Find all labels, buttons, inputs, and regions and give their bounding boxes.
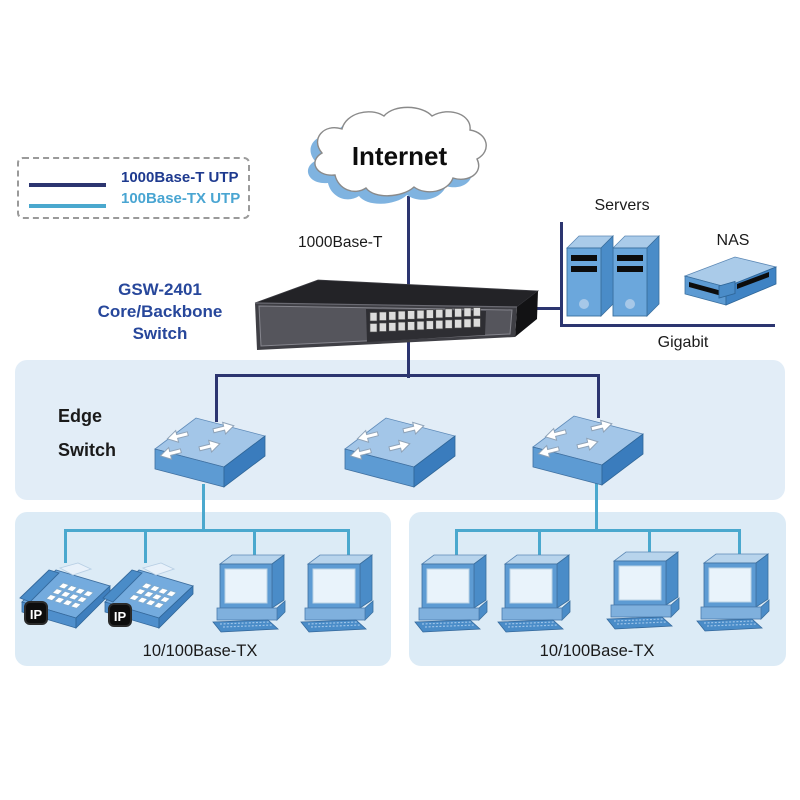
link-drop-phone1 [64,529,67,563]
legend-label-1000base-t: 1000Base-T UTP [121,169,239,186]
link-drop-pc4 [538,529,541,559]
link-gigabit-bus [560,324,775,327]
access-right-label: 10/100Base-TX [539,642,655,660]
edge-label-line2: Switch [58,440,117,460]
nas-icon [683,252,778,312]
link-edge-branch [215,374,600,377]
link-drop-pc2 [347,529,350,559]
core-switch-name-line2: Core/Backbone [97,302,223,321]
link-access-bus-right [455,529,741,532]
link-drop-pc1 [253,529,256,559]
legend-line-1000base-t [29,183,106,187]
edge-switch-icon-1 [152,412,268,488]
ip-phone-badge-2: IP [108,603,132,627]
link-server-riser [560,222,563,327]
computer-icon-5 [606,547,690,631]
link-drop-pc5 [648,529,651,557]
core-switch-name-line1: GSW-2401 [118,280,202,299]
edge-switch-icon-3 [530,410,646,486]
legend-label-100base-tx: 100Base-TX UTP [121,190,241,207]
link-edge-right-downlink [595,482,598,532]
internet-label: Internet [351,141,448,171]
servers-icon [563,224,673,319]
edge-label-line1: Edge [58,406,103,426]
link-drop-edge-left [215,374,218,422]
link-drop-pc6 [738,529,741,559]
servers-label: Servers [594,197,650,214]
gigabit-label: Gigabit [657,334,709,351]
core-switch-icon [250,276,540,352]
link-edge-left-downlink [202,484,205,532]
computer-icon-3 [414,550,498,634]
link-drop-pc3 [455,529,458,559]
ip-phone-badge-1: IP [24,601,48,625]
edge-switch-icon-2 [342,412,458,488]
computer-icon-6 [696,549,780,633]
access-left-label: 10/100Base-TX [142,642,258,660]
legend-line-100base-tx [29,204,106,208]
computer-icon-2 [300,550,384,634]
link-drop-edge-right [597,374,600,418]
computer-icon-4 [497,550,581,634]
link-access-bus-left [64,529,350,532]
link-core-to-servers [531,307,562,310]
uplink-label: 1000Base-T [298,234,383,251]
nas-label: NAS [716,232,750,249]
computer-icon-1 [212,550,296,634]
link-drop-phone2 [144,529,147,563]
core-switch-name-line3: Switch [132,324,188,343]
legend-box: 1000Base-T UTP 100Base-TX UTP [17,157,250,219]
